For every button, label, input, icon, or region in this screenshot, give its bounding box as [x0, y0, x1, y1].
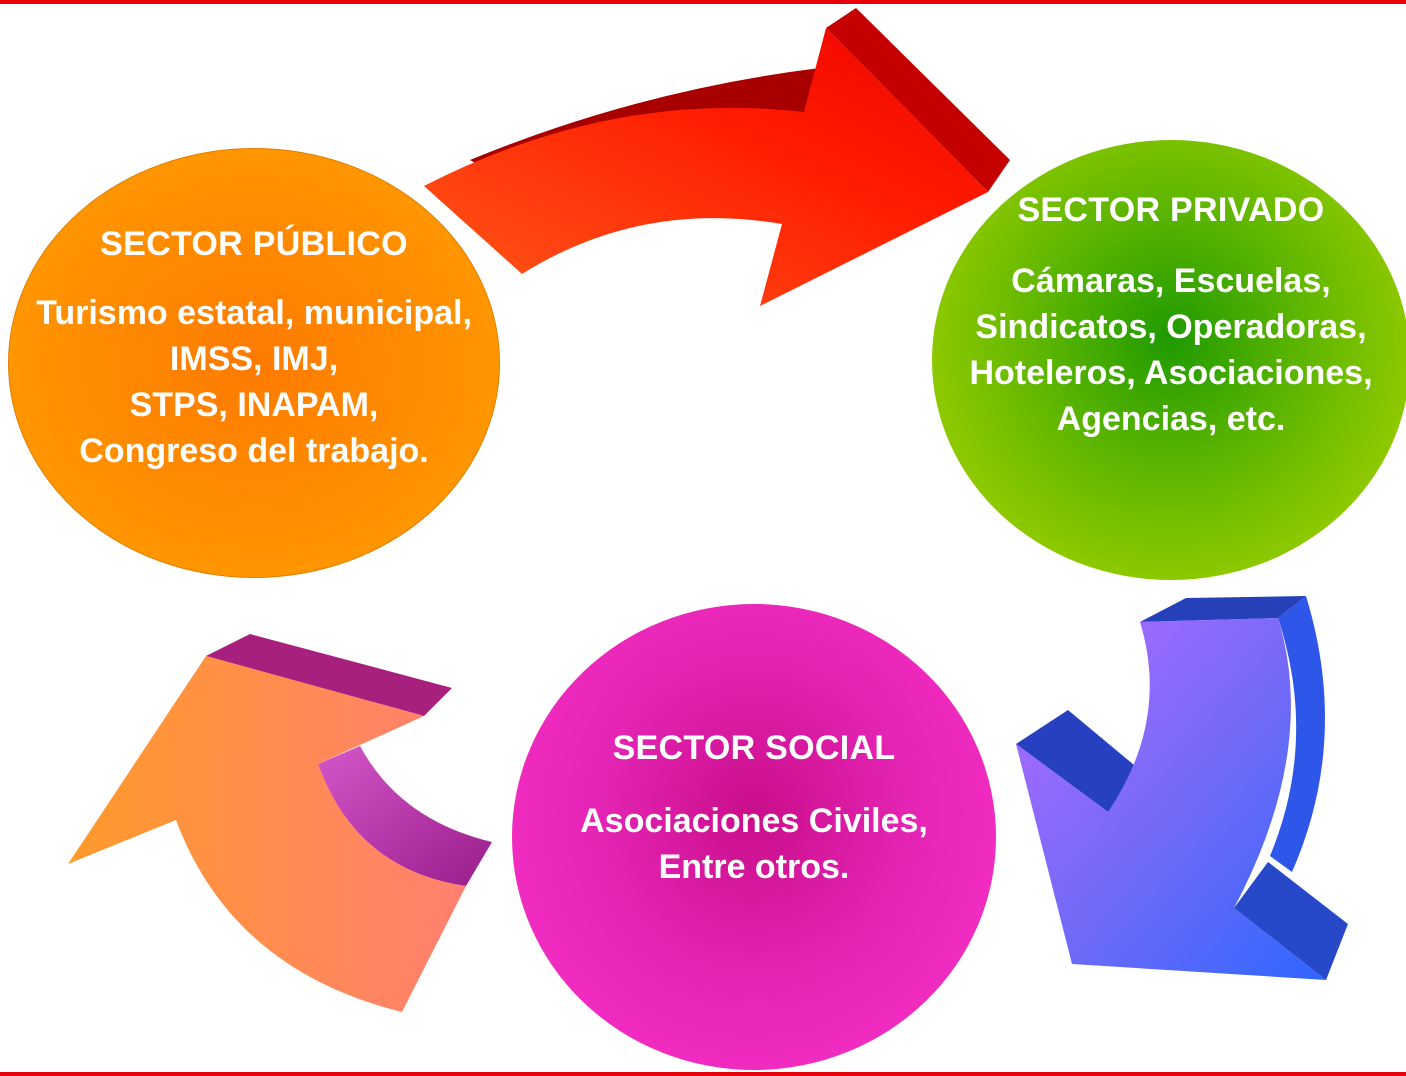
sector-privado-line: Agencias, etc.: [1056, 399, 1286, 438]
sector-social-node: SECTOR SOCIAL Asociaciones Civiles, Entr…: [512, 604, 996, 1070]
sector-privado-line: Cámaras, Escuelas,: [1011, 261, 1331, 300]
bottom-rule: [0, 1072, 1406, 1076]
sector-social-members: Asociaciones Civiles, Entre otros.: [580, 798, 928, 890]
top-rule: [0, 0, 1406, 4]
sector-publico-node: SECTOR PÚBLICO Turismo estatal, municipa…: [8, 148, 500, 578]
arrow-publico-to-privado: [424, 8, 1010, 306]
sector-social-line: Asociaciones Civiles,: [580, 801, 928, 840]
sector-privado-title: SECTOR PRIVADO: [1017, 190, 1325, 229]
sector-publico-line: STPS, INAPAM,: [129, 385, 379, 424]
sector-publico-line: Turismo estatal, municipal,: [36, 293, 472, 332]
sector-publico-line: Congreso del trabajo.: [79, 431, 429, 470]
sector-social-line: Entre otros.: [658, 847, 850, 886]
sector-privado-line: Hoteleros, Asociaciones,: [969, 353, 1373, 392]
sector-privado-node: SECTOR PRIVADO Cámaras, Escuelas, Sindic…: [932, 140, 1406, 580]
sector-publico-line: IMSS, IMJ,: [169, 339, 339, 378]
sector-publico-members: Turismo estatal, municipal, IMSS, IMJ, S…: [36, 290, 472, 474]
sector-social-title: SECTOR SOCIAL: [612, 728, 896, 767]
arrow-social-to-publico: [68, 634, 492, 1012]
sector-privado-line: Sindicatos, Operadoras,: [975, 307, 1367, 346]
arrow-privado-to-social: [1016, 596, 1348, 980]
sector-publico-title: SECTOR PÚBLICO: [100, 224, 408, 263]
sector-privado-members: Cámaras, Escuelas, Sindicatos, Operadora…: [969, 258, 1372, 442]
